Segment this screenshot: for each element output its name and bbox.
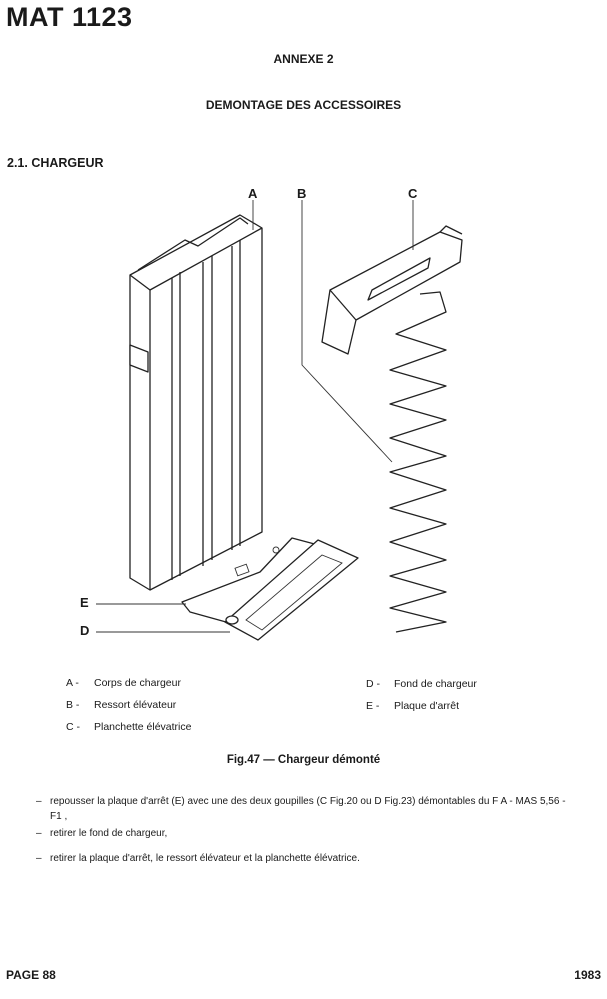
label-d: D — [80, 623, 90, 638]
label-a: A — [248, 186, 258, 201]
page-title: DEMONTAGE DES ACCESSOIRES — [205, 98, 402, 112]
magazine-exploded-illustration — [96, 200, 463, 641]
legend-item-a: A -Corps de chargeur — [66, 677, 181, 689]
legend-item-d: D -Fond de chargeur — [366, 678, 477, 690]
legend-item-e: E -Plaque d'arrêt — [366, 700, 460, 712]
section-title: 2.1. CHARGEUR — [7, 156, 104, 170]
figure-caption: Fig.47 — Chargeur démonté — [226, 754, 381, 766]
page-number: PAGE 88 — [6, 968, 56, 982]
follower-drawing — [321, 225, 463, 355]
annex-heading: ANNEXE 2 — [273, 52, 334, 66]
document-id: MAT 1123 — [6, 2, 133, 32]
instruction-item: –retirer le fond de chargeur, — [36, 828, 168, 839]
label-e: E — [80, 595, 89, 610]
legend-item-c: C -Planchette élévatrice — [66, 721, 192, 733]
instruction-item: –retirer la plaque d'arrêt, le ressort é… — [36, 853, 360, 864]
label-b: B — [297, 186, 307, 201]
instruction-item: –repousser la plaque d'arrêt (E) avec un… — [36, 796, 566, 822]
magazine-body-drawing — [129, 214, 263, 591]
legend-item-b: B -Ressort élévateur — [66, 699, 177, 711]
publication-year: 1983 — [574, 968, 601, 982]
label-c: C — [408, 186, 418, 201]
magazine-floor-drawing — [224, 539, 359, 641]
spring-drawing — [389, 291, 447, 633]
